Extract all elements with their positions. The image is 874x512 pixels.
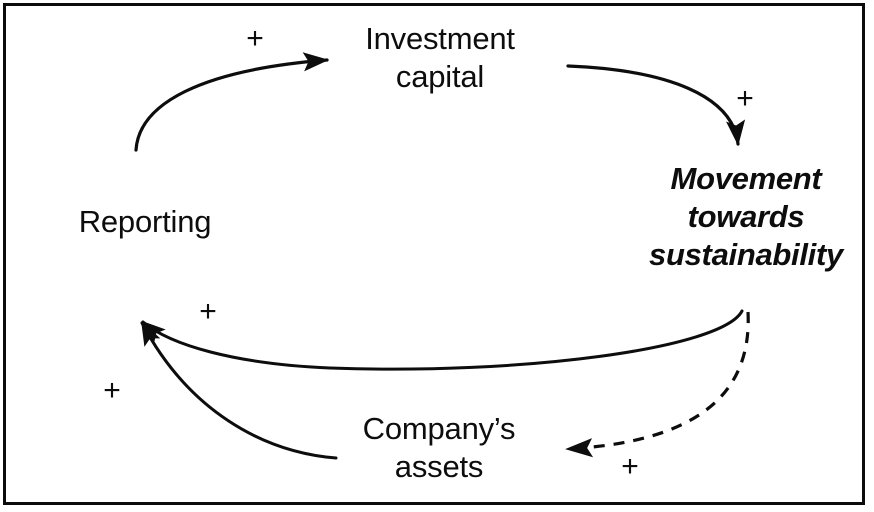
- polarity-investment-to-movement: +: [736, 82, 754, 115]
- polarity-reporting-to-investment: +: [246, 22, 264, 55]
- polarity-assets-to-reporting: +: [103, 374, 121, 407]
- polarity-movement-to-reporting: +: [199, 295, 217, 328]
- node-reporting: Reporting: [78, 204, 212, 239]
- node-investment-capital: Investment capital: [365, 21, 515, 94]
- polarity-movement-to-assets: +: [621, 450, 639, 483]
- node-company-assets: Company’s assets: [362, 411, 516, 484]
- node-movement-towards-sustainability: Movement towards sustainability: [649, 161, 843, 272]
